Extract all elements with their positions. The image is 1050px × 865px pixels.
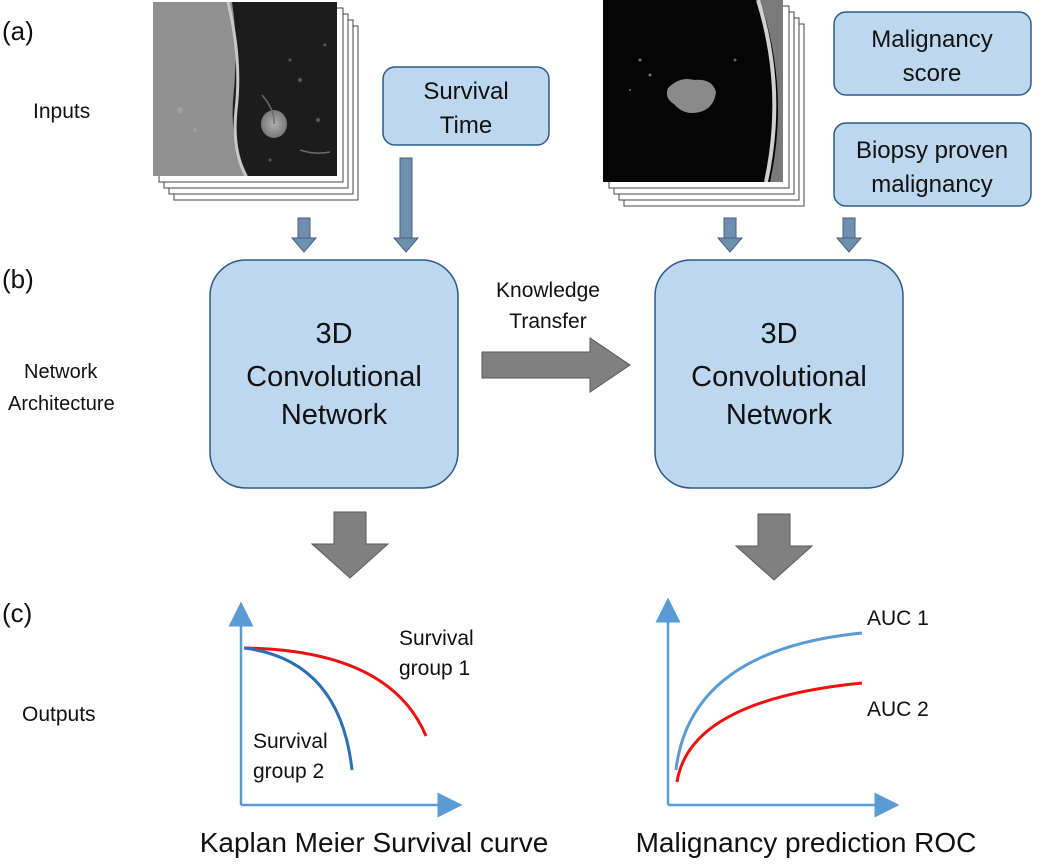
output-arrow-left bbox=[310, 511, 390, 579]
section-label-b: (b) bbox=[2, 264, 34, 294]
input-arrow-survival-time bbox=[392, 157, 420, 253]
network-label-line2: Architecture bbox=[8, 393, 115, 415]
section-label-a: (a) bbox=[2, 16, 34, 46]
knowledge-transfer-line1: Knowledge bbox=[496, 279, 600, 302]
knowledge-transfer-line2: Transfer bbox=[509, 310, 586, 333]
output-arrow-right bbox=[734, 513, 814, 581]
biopsy-line1: Biopsy proven bbox=[856, 137, 1008, 164]
network-left-line1: 3D bbox=[315, 318, 352, 350]
survival-time-line1: Survival bbox=[423, 78, 508, 105]
outputs-label: Outputs bbox=[22, 703, 96, 726]
section-label-c: (c) bbox=[2, 598, 32, 628]
malignancy-score-box: Malignancy score bbox=[833, 11, 1032, 96]
km-group1-line2: group 1 bbox=[399, 657, 470, 680]
input-arrow-right-image bbox=[716, 217, 744, 253]
survival-time-line2: Time bbox=[440, 112, 492, 139]
km-curve-group1 bbox=[243, 646, 428, 737]
roc-caption: Malignancy prediction ROC bbox=[636, 827, 977, 858]
survival-time-box: Survival Time bbox=[382, 66, 550, 146]
network-left-line3: Network bbox=[281, 399, 388, 431]
km-group2-line1: Survival bbox=[253, 730, 328, 753]
ct-image-lung-nodule bbox=[153, 1, 337, 177]
ct-image-lung-mass bbox=[603, 0, 783, 183]
network-right-line1: 3D bbox=[760, 318, 797, 350]
ct-stack-left bbox=[153, 1, 359, 201]
roc-plot: AUC 1 AUC 2 Malignancy prediction ROC bbox=[636, 597, 977, 858]
biopsy-line2: malignancy bbox=[871, 171, 992, 198]
input-arrow-left-image bbox=[290, 217, 318, 253]
knowledge-transfer-arrow bbox=[481, 337, 631, 393]
km-curve-group2 bbox=[243, 646, 354, 771]
malignancy-score-line1: Malignancy bbox=[871, 26, 992, 53]
km-caption: Kaplan Meier Survival curve bbox=[200, 827, 549, 858]
inputs-label: Inputs bbox=[33, 100, 90, 123]
network-box-right: 3D Convolutional Network bbox=[654, 259, 904, 489]
network-left-line2: Convolutional bbox=[246, 361, 422, 393]
biopsy-box: Biopsy proven malignancy bbox=[833, 122, 1032, 207]
roc-auc1-label: AUC 1 bbox=[867, 607, 929, 630]
network-right-line2: Convolutional bbox=[691, 361, 867, 393]
malignancy-score-line2: score bbox=[903, 60, 962, 87]
roc-auc2-label: AUC 2 bbox=[867, 698, 929, 721]
km-group1-line1: Survival bbox=[399, 627, 474, 650]
ct-stack-right bbox=[603, 0, 805, 207]
km-group2-line2: group 2 bbox=[253, 760, 324, 783]
roc-curve-auc1 bbox=[674, 631, 863, 771]
input-arrow-biopsy bbox=[835, 217, 863, 253]
roc-curve-auc2 bbox=[675, 681, 863, 783]
network-label-line1: Network bbox=[24, 361, 98, 383]
network-right-line3: Network bbox=[726, 399, 833, 431]
network-box-left: 3D Convolutional Network bbox=[209, 259, 459, 489]
km-plot: Survival group 1 Survival group 2 Kaplan… bbox=[200, 601, 549, 858]
